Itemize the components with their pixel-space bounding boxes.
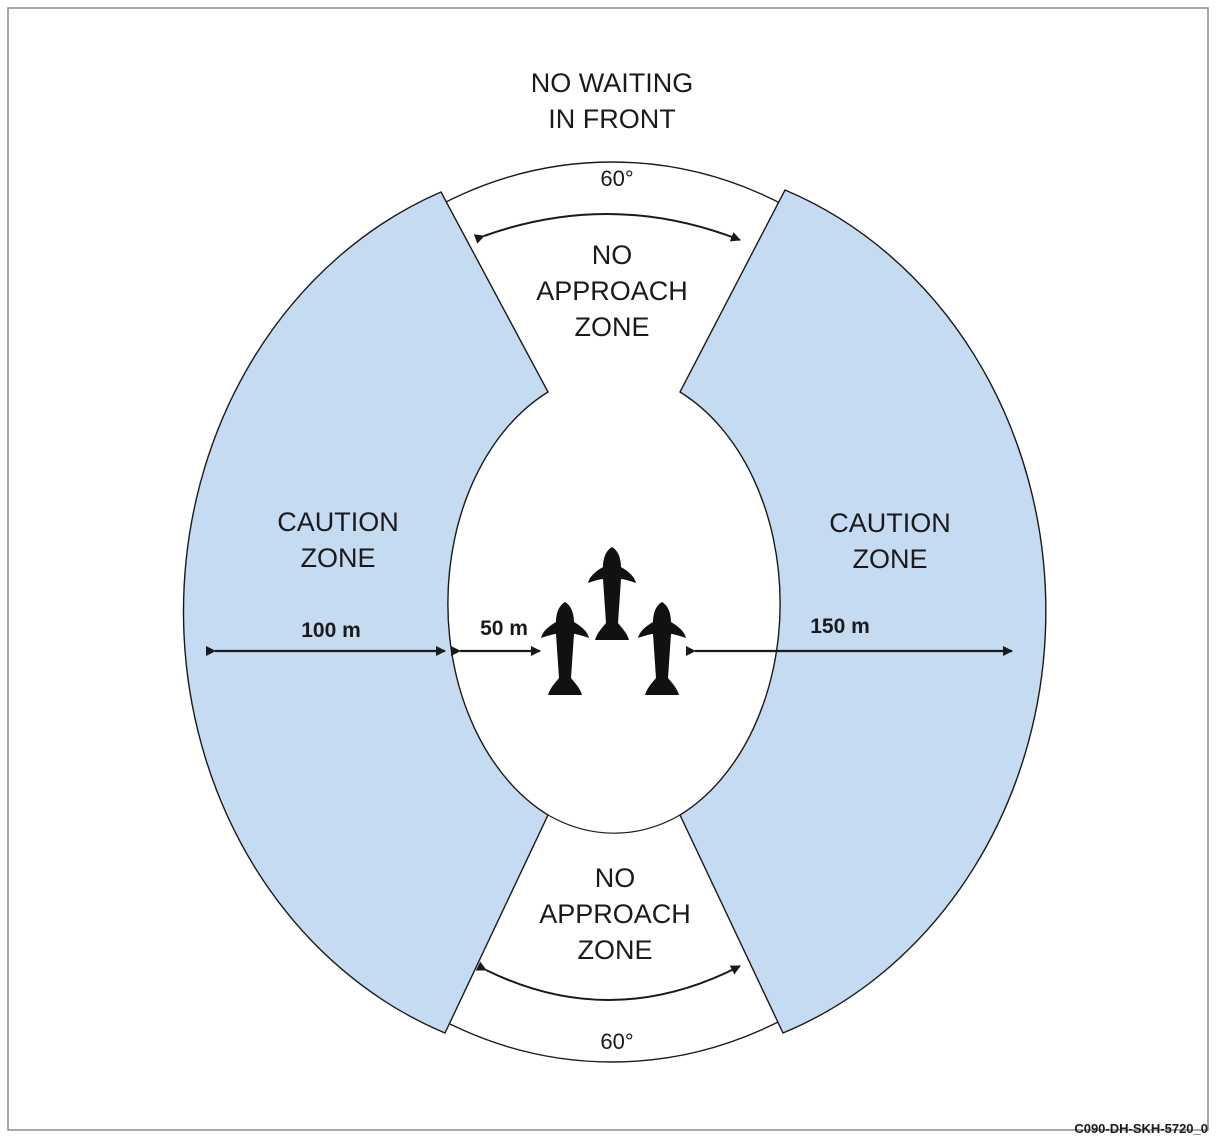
distance-label-left: 100 m [301,619,361,642]
no-approach-top-line3: ZONE [574,312,649,342]
caution-zone-right [679,189,1047,1034]
caution-right-line1: CAUTION [829,508,951,538]
distance-label-inner: 50 m [480,617,528,640]
no-approach-bottom-line1: NO [595,863,636,893]
angle-arc-top [473,212,741,244]
no-waiting-label-line2: IN FRONT [548,104,676,134]
angle-label-bottom: 60° [600,1029,633,1054]
no-approach-top-line1: NO [592,240,633,270]
angle-arc-bottom [475,961,741,1002]
inner-boundary-bottom [547,814,681,834]
aircraft-silhouette-icon [638,602,686,695]
aircraft-silhouette-icon [588,547,636,640]
reference-code: C090-DH-SKH-5720_0 [1074,1121,1208,1136]
caution-right-line2: ZONE [852,544,927,574]
caution-zone-left [182,191,549,1034]
no-approach-top-line2: APPROACH [536,276,688,306]
angle-label-top: 60° [600,166,633,191]
no-approach-bottom-line3: ZONE [577,935,652,965]
aircraft-silhouette-icon [541,602,589,695]
no-approach-bottom-line2: APPROACH [539,899,691,929]
distance-label-right: 150 m [810,615,870,638]
caution-left-line2: ZONE [300,543,375,573]
caution-left-line1: CAUTION [277,507,399,537]
no-waiting-label-line1: NO WAITING [531,68,694,98]
